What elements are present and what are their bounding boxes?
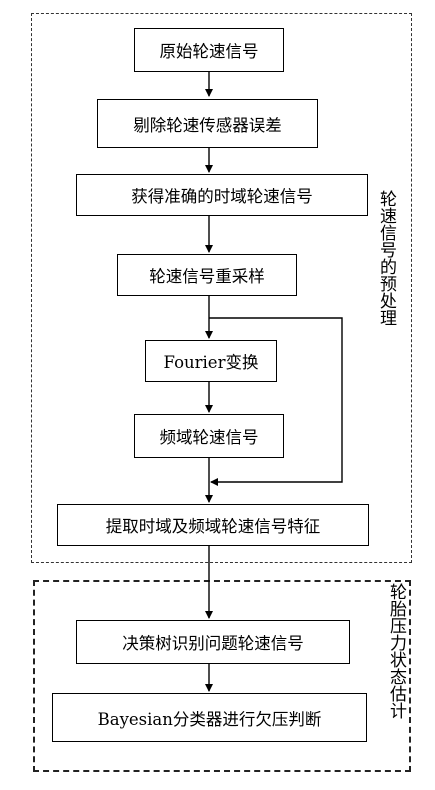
step-decision-tree: 决策树识别问题轮速信号 (76, 620, 350, 664)
step-accurate-time-signal: 获得准确的时域轮速信号 (76, 174, 368, 216)
step-fourier: Fourier变换 (145, 340, 277, 382)
estimation-label: 轮胎压力状态估计 (386, 583, 406, 719)
step-remove-sensor-error: 剔除轮速传感器误差 (97, 99, 318, 148)
step-freq-signal: 频域轮速信号 (134, 414, 284, 458)
step-resample: 轮速信号重采样 (117, 254, 297, 296)
preprocessing-region (31, 13, 412, 563)
step-raw-signal: 原始轮速信号 (134, 28, 284, 72)
estimation-region (33, 580, 411, 772)
step-bayesian: Bayesian分类器进行欠压判断 (52, 693, 367, 742)
preprocessing-label: 轮速信号的预处理 (376, 190, 396, 326)
step-extract-features: 提取时域及频域轮速信号特征 (57, 504, 369, 546)
